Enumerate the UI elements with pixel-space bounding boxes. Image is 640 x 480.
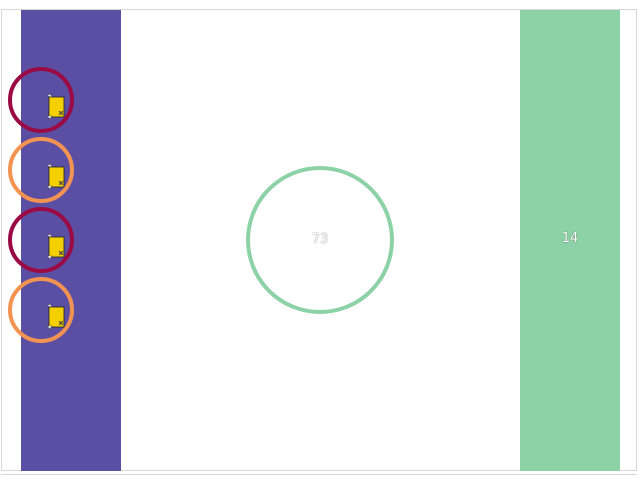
left-slot-2[interactable] (8, 137, 74, 203)
center-circle-target[interactable]: 73 (246, 166, 394, 314)
center-counter: 73 (311, 232, 329, 247)
right-column[interactable]: 14 (520, 10, 620, 471)
yellow-card-icon (43, 302, 73, 332)
left-slot-4[interactable] (8, 277, 74, 343)
bottom-divider (1, 474, 637, 475)
yellow-card-icon (43, 162, 73, 192)
yellow-card-icon (43, 92, 73, 122)
left-slot-3[interactable] (8, 207, 74, 273)
right-counter: 14 (561, 231, 579, 246)
left-slot-1[interactable] (8, 67, 74, 133)
yellow-card-icon (43, 232, 73, 262)
